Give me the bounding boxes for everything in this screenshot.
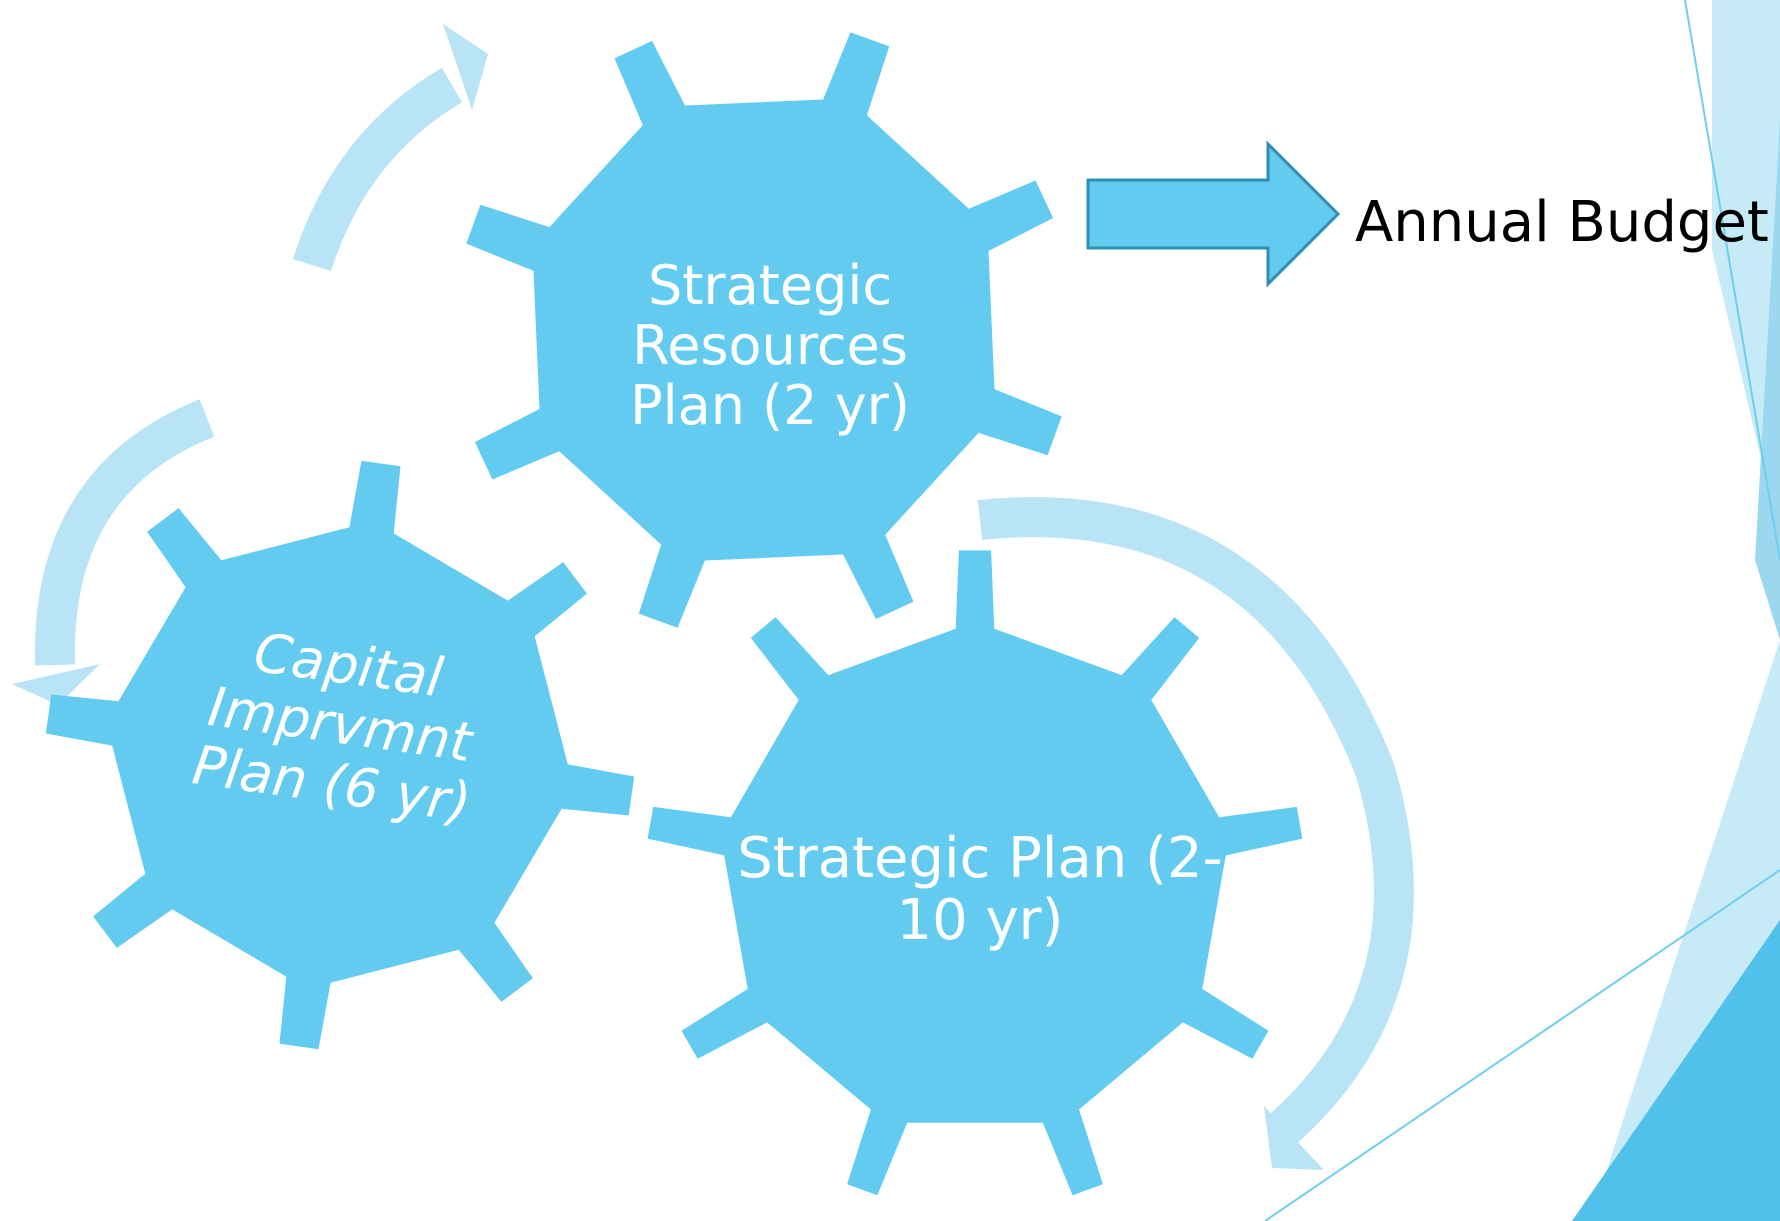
curved-arrow-head [1264,1106,1324,1170]
gear-capital-improvement-plan [45,460,635,1050]
decor-strip-light [1712,0,1780,540]
decor-line-vertical [1684,0,1780,561]
gear-strategic-plan [647,550,1303,1196]
decor-triangle-dark [1572,920,1780,1221]
curved-arrow-icon [34,399,215,666]
annual-budget-label: Annual Budget [1355,190,1769,255]
decorative-shapes [1264,0,1780,1221]
curved-arrow-head [443,24,488,110]
strategic-resources-plan-label: Strategic Resources Plan (2 yr) [630,254,910,437]
gears [45,32,1303,1196]
right-arrow-icon [1086,140,1341,288]
decor-strip-mid [1755,120,1780,640]
curved-arrow-head [12,664,100,705]
gear-strategic-resources-plan [466,32,1062,628]
strategic-plan-label: Strategic Plan (2-10 yr) [737,826,1223,953]
decor-line-diagonal [1264,869,1780,1221]
curved-arrow-icon [292,67,463,272]
curved-arrow-icon [977,497,1414,1145]
cycle-arrows [12,24,1414,1170]
